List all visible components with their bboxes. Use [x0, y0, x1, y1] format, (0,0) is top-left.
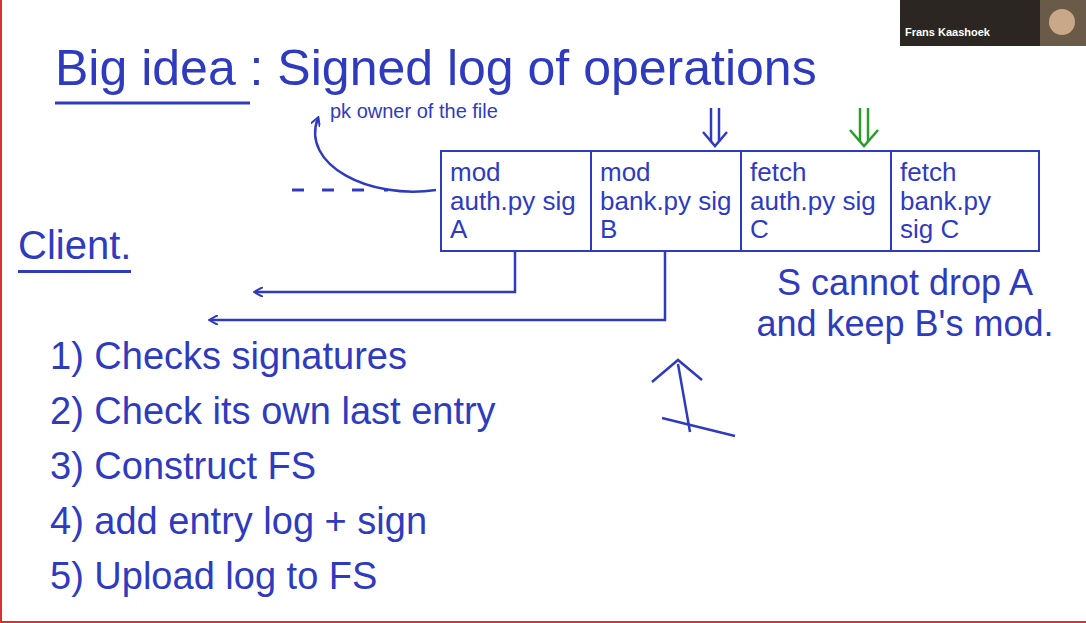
title-underline	[55, 102, 250, 105]
down-arrow	[703, 108, 727, 146]
entry-text: fetch auth.py sig C	[750, 158, 882, 244]
step-item: 1) Checks signatures	[50, 335, 407, 379]
log-entry: fetch auth.py sig C	[740, 150, 890, 252]
entry-text: mod auth.py sig A	[450, 158, 582, 244]
log-entry: mod auth.py sig A	[440, 150, 590, 252]
video-thumbnail	[1040, 0, 1086, 46]
entry-text: fetch bank.py sig C	[900, 158, 1030, 244]
log-entry: fetch bank.py sig C	[890, 150, 1040, 252]
step-item: 5) Upload log to FS	[50, 555, 377, 599]
entry-text: fetch bank.py sig C	[900, 158, 1030, 244]
person-head	[1049, 9, 1075, 35]
frame-edge	[0, 621, 1086, 623]
entry-text: fetch auth.py sig C	[750, 158, 882, 244]
curved-arrow	[315, 118, 436, 192]
client-label: Client.	[18, 222, 131, 273]
log-entry: mod bank.py sig B	[590, 150, 740, 252]
entry-text: mod auth.py sig A	[450, 158, 582, 244]
read-arrow	[210, 252, 665, 320]
step-item: 2) Check its own last entry	[50, 390, 496, 434]
step-item: 4) add entry log + sign	[50, 500, 427, 544]
entry-text: mod bank.py sig B	[600, 158, 732, 244]
note-label: pk owner of the file	[330, 100, 500, 123]
read-arrow	[255, 252, 515, 292]
frame-edge	[0, 0, 2, 623]
note-label: S cannot drop A and keep B's mod.	[745, 262, 1065, 345]
crossed-figure	[652, 360, 735, 436]
video-caption: Frans Kaashoek	[905, 26, 990, 39]
video-thumbnail	[900, 0, 1086, 46]
green-down-arrow	[850, 108, 878, 146]
entry-text: mod bank.py sig B	[600, 158, 732, 244]
title: Big idea : Signed log of operations	[55, 40, 817, 98]
step-item: 3) Construct FS	[50, 445, 316, 489]
ellipsis-dots	[292, 189, 388, 192]
